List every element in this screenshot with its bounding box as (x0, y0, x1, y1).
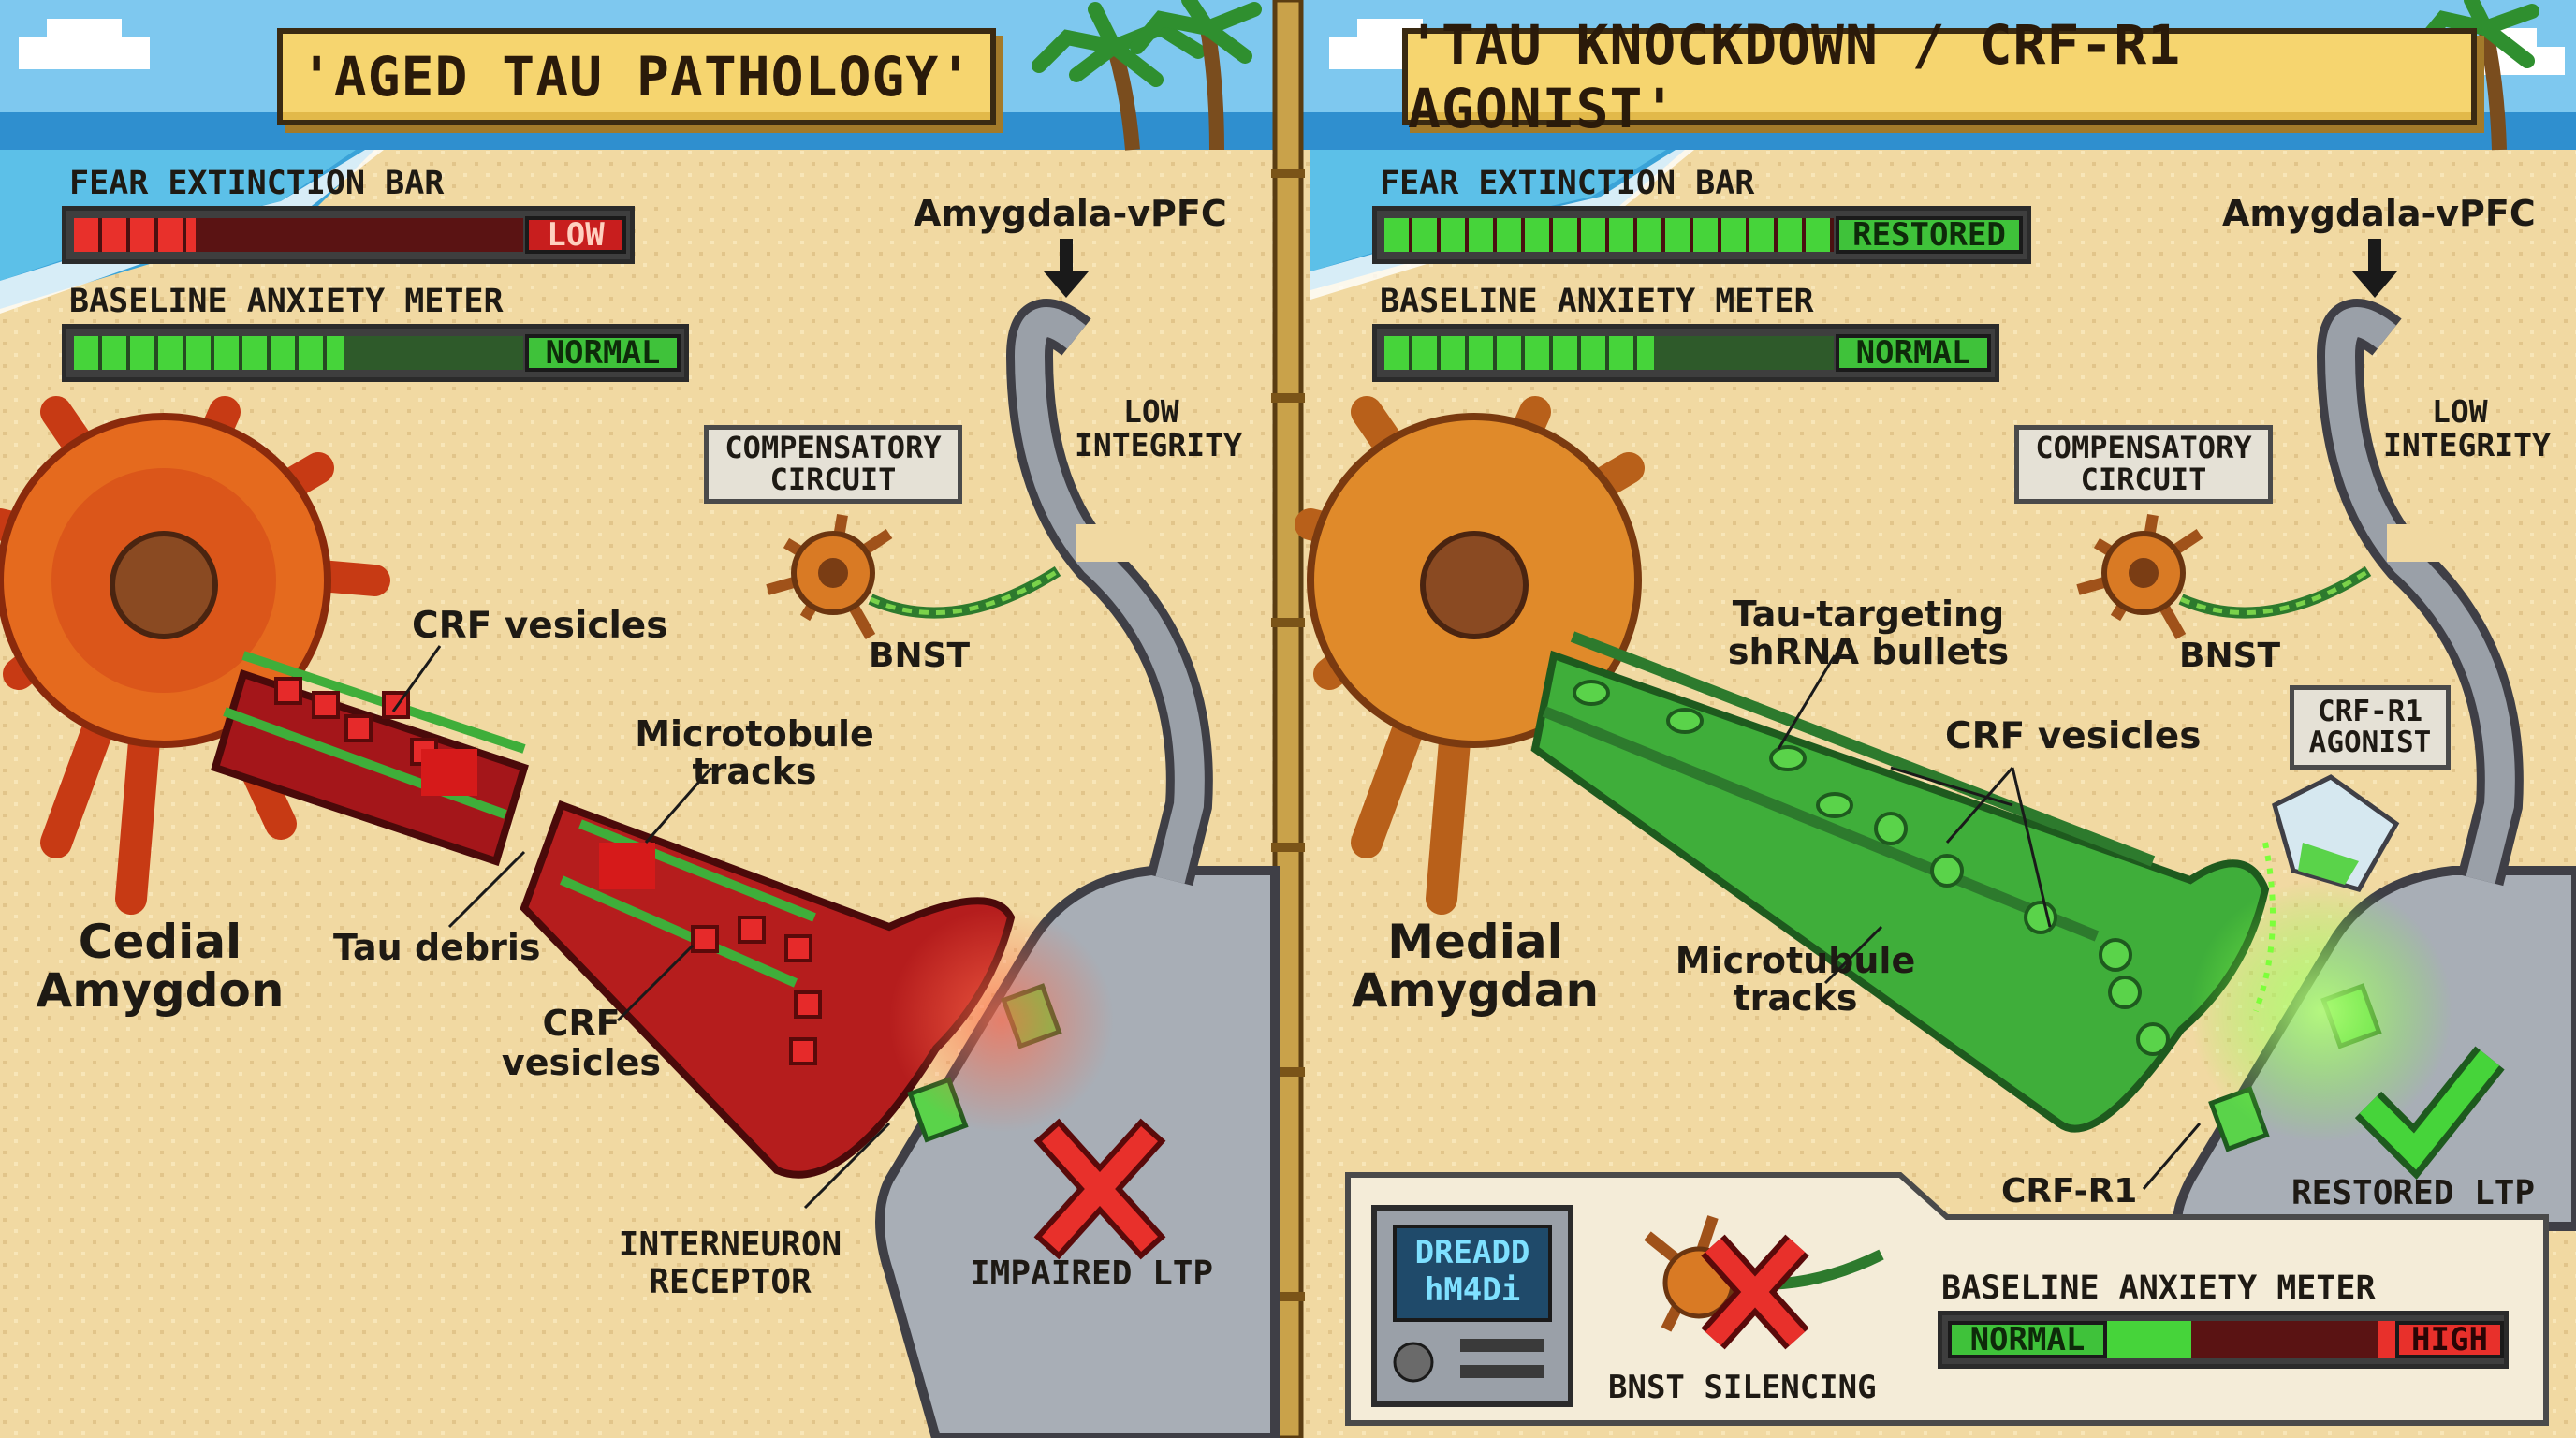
microtubule-line1: Microtobule (635, 713, 874, 755)
compensatory-right-line1: COMPENSATORY (2035, 430, 2252, 466)
inset-high-tag: HIGH (2395, 1321, 2504, 1358)
agonist-box: CRF-R1 AGONIST (2290, 685, 2451, 770)
microtubule-label-right: Microtubule tracks (1674, 942, 1917, 1017)
compensatory-line1: COMPENSATORY (724, 430, 942, 466)
compensatory-circuit-box: COMPENSATORY CIRCUIT (704, 425, 962, 504)
anxiety-meter-fill (74, 336, 344, 370)
region-label: Cedial Amygdon (34, 917, 286, 1015)
receptor-label: INTERNEURON RECEPTOR (590, 1226, 871, 1301)
palm-tree-icon (1032, 0, 1262, 151)
pathway-label: Amygdala-vPFC (914, 193, 1227, 234)
pathway-label-right: Amygdala-vPFC (2222, 193, 2536, 234)
palm-tree-icon (2412, 0, 2539, 151)
agonist-line2: AGONIST (2308, 726, 2432, 759)
shrna-label: Tau-targeting shRNA bullets (1719, 595, 2018, 670)
crf2-line2: vesicles (501, 1042, 662, 1083)
region-label-right: Medial Amygdan (1344, 917, 1606, 1015)
tau-debris-label: Tau debris (333, 927, 541, 968)
crf-vesicles-label: CRF vesicles (412, 605, 668, 647)
region-right-line1: Medial (1387, 915, 1563, 969)
microtubule-right-line1: Microtubule (1675, 940, 1916, 981)
crf-vesicles-label-2: CRF vesicles (492, 1004, 670, 1082)
anxiety-meter-fill-right (1384, 336, 1654, 370)
region-right-line2: Amygdan (1351, 963, 1600, 1018)
inset-meter-label: BASELINE ANXIETY METER (1941, 1269, 2376, 1307)
fear-meter-status-right: RESTORED (1836, 216, 2023, 254)
inset-anxiety-meter: NORMAL HIGH (1938, 1311, 2509, 1369)
crf-vesicles-label-right: CRF vesicles (1945, 715, 2202, 757)
region-line2: Amygdon (36, 963, 285, 1018)
pathology-neuron (0, 396, 1062, 1179)
receptor-line2: RECEPTOR (649, 1263, 812, 1301)
fear-meter-right: RESTORED (1372, 206, 2031, 264)
restored-glow (2190, 880, 2452, 1142)
integrity-right-line2: INTEGRITY (2383, 427, 2551, 463)
fear-meter-fill (74, 218, 196, 252)
impaired-ltp-label: IMPAIRED LTP (970, 1255, 1214, 1293)
bnst-neuron (766, 514, 1061, 639)
shrna-line2: shRNA bullets (1727, 631, 2010, 672)
crf-r1-receptor-label: CRF-R1 (2001, 1172, 2138, 1211)
compensatory-circuit-box-right: COMPENSATORY CIRCUIT (2014, 425, 2273, 504)
left-panel-title: 'AGED TAU PATHOLOGY' (277, 28, 996, 125)
compensatory-line2: CIRCUIT (769, 462, 897, 497)
receptor-line1: INTERNEURON (618, 1225, 842, 1264)
bnst-silencing-label: BNST SILENCING (1608, 1369, 1877, 1406)
down-arrow-icon (2352, 239, 2397, 298)
agonist-line1: CRF-R1 (2318, 695, 2422, 729)
inset-low-tag: NORMAL (1948, 1321, 2107, 1358)
anxiety-meter-right: NORMAL (1372, 324, 1999, 382)
microtubule-right-line2: tracks (1733, 977, 1858, 1019)
right-panel-title: 'TAU KNOCKDOWN / CRF-R1 AGONIST' (1402, 13, 2477, 140)
x-mark-icon (1033, 1118, 1166, 1260)
integrity-right-line1: LOW (2432, 393, 2488, 430)
bnst-label-right: BNST (2179, 637, 2281, 675)
flask-icon (2253, 774, 2400, 1013)
anxiety-meter-status-right: NORMAL (1836, 334, 1991, 372)
region-line1: Cedial (78, 915, 242, 969)
dreadd-line1: DREADD (1414, 1234, 1530, 1271)
bnst-label: BNST (869, 637, 971, 675)
device-icon (1371, 1205, 1573, 1407)
integrity-label-line2: INTEGRITY (1075, 427, 1242, 463)
fear-meter-label-right: FEAR EXTINCTION BAR (1380, 165, 1755, 202)
anxiety-meter-status: NORMAL (525, 334, 681, 372)
integrity-label-line1: LOW (1123, 393, 1179, 430)
restored-ltp-label: RESTORED LTP (2291, 1174, 2536, 1212)
microtubule-line2: tracks (692, 751, 817, 792)
dreadd-screen: DREADD hM4Di (1395, 1234, 1550, 1309)
shrna-line1: Tau-targeting (1732, 594, 2005, 635)
fear-meter-label: FEAR EXTINCTION BAR (69, 165, 445, 202)
anxiety-meter-label-right: BASELINE ANXIETY METER (1380, 283, 1814, 320)
checkmark-icon (2354, 1046, 2505, 1180)
anxiety-meter-label: BASELINE ANXIETY METER (69, 283, 504, 320)
anxiety-meter: NORMAL (62, 324, 689, 382)
impaired-glow (889, 908, 1114, 1133)
microtubule-label: Microtobule tracks (633, 715, 876, 790)
compensatory-right-line2: CIRCUIT (2080, 462, 2207, 497)
down-arrow-icon (1044, 239, 1089, 298)
fear-meter: LOW (62, 206, 635, 264)
crf2-line1: CRF (542, 1003, 621, 1044)
bnst-neuron-right (2076, 514, 2372, 639)
dreadd-line2: hM4Di (1424, 1271, 1521, 1309)
fear-meter-fill-right (1384, 218, 1834, 252)
fear-meter-status: LOW (525, 216, 626, 254)
